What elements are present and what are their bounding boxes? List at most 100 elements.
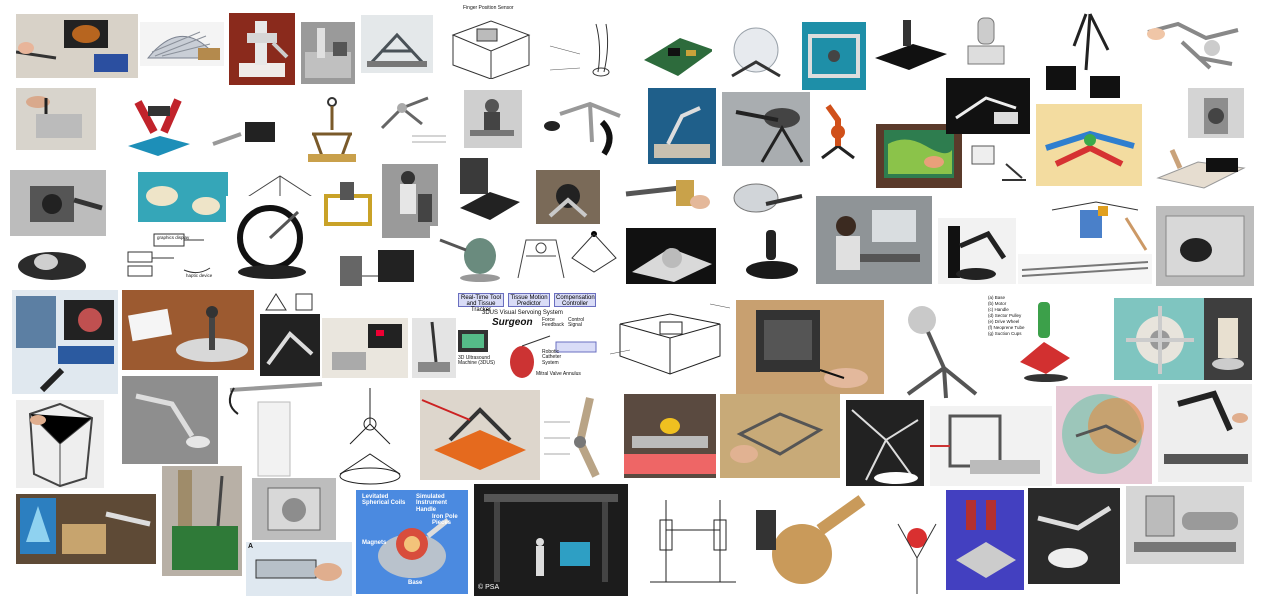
tile-display-glove: [16, 494, 156, 564]
tile-black-arm: [938, 218, 1016, 284]
label-a: (a) Base: [988, 295, 1006, 300]
tile-black-rail-arm: [1158, 384, 1252, 482]
tile-dome-trainer: [140, 22, 224, 66]
label-d: (d) Sector Pulley: [988, 313, 1022, 318]
tile-frame-device-teal: [802, 22, 866, 90]
tile-spherical-haptic: [712, 22, 800, 86]
tile-wearable-arm: [1142, 18, 1252, 92]
tile-machined-block: [252, 478, 336, 540]
ultrasound-label: 3D Ultrasound Machine (3DUS): [458, 355, 495, 367]
tile-annotated-arm: [540, 392, 622, 484]
tile-bw-textured: [846, 400, 924, 486]
tile-desk-device-brown: [122, 290, 254, 370]
label-g: (g) Suction Cups: [988, 331, 1022, 336]
tile-office-computer: [816, 196, 932, 284]
tile-workbench-hand: [720, 394, 840, 478]
tile-labeled-device: (a) Base (b) Motor (c) Handle (d) Sector…: [986, 294, 1074, 382]
label-e: (e) Drive Wheel: [988, 319, 1020, 324]
tile-dark-workbench: [946, 78, 1030, 134]
tile-orange-robot: [812, 96, 864, 166]
tile-glove-box: [1156, 206, 1254, 286]
coils-label: Levitated Spherical Coils: [362, 494, 406, 507]
tile-circuit-board: [640, 20, 716, 80]
tile-tripod-dark: [536, 170, 600, 224]
tile-cylinder-device: [960, 12, 1012, 72]
tile-ring-haptic: [226, 196, 318, 282]
tile-bw-gripper: [1028, 488, 1120, 584]
tile-green-table: [162, 466, 242, 576]
tile-cylinder-rig: [1126, 486, 1244, 564]
tile-black-cube-device: [450, 150, 526, 224]
psa-credit: © PSA: [478, 584, 500, 591]
tile-colorful-workspace: [1056, 386, 1152, 484]
tile-finger-device-sketch: Finger Position Sensor: [441, 5, 537, 79]
tile-bw-mechanism: [10, 170, 106, 236]
tile-haptic-mechanism-diagram: [610, 294, 732, 384]
tile-stylus-grey: [722, 92, 810, 166]
tile-joystick: [734, 226, 810, 284]
tile-grip-device: [620, 170, 712, 222]
tile-sphere-in-box: [626, 228, 716, 284]
label-capital-a: A: [248, 543, 254, 550]
base-label: Base: [408, 580, 423, 586]
graphics-label: graphics display: [157, 235, 190, 240]
tile-mouse-device: [207, 104, 281, 162]
tile-red-parallel-robot: [118, 82, 200, 166]
tile-block-diagram: graphics display haptic device: [124, 230, 224, 280]
tile-hand-device: [16, 88, 96, 150]
tile-mechanism-sketch: [330, 384, 410, 488]
tile-white-tower: [222, 380, 326, 480]
box-controller: Compensation Controller: [554, 293, 596, 307]
haptic-label: haptic device: [186, 273, 213, 278]
tile-blue-armature: [648, 88, 716, 164]
label-b: (b) Motor: [988, 301, 1007, 306]
tile-column-schematic: [640, 490, 748, 592]
tile-joystick-diagram: [540, 20, 632, 88]
tile-cable-cage: [16, 400, 104, 488]
tile-white-hub: [1114, 298, 1204, 380]
diagram-title: 3DUS Visual Servoing System: [482, 310, 563, 316]
tile-exoskeleton-white: [540, 96, 632, 160]
tile-yellow-frame: [320, 176, 376, 234]
force-feedback-label: Force Feedback: [542, 317, 564, 329]
tile-camera-arm: [430, 226, 512, 284]
tile-delta-sketch: [566, 228, 622, 278]
tile-tripod-robot: [888, 298, 980, 402]
tile-pen-device: [412, 318, 456, 378]
tile-duck-platform: [624, 394, 716, 478]
box-predictor: Tissue Motion Predictor: [508, 293, 550, 307]
tile-finger-thimble: [1204, 298, 1252, 380]
tile-pantograph: [361, 15, 433, 73]
control-signal-label: Control Signal: [568, 317, 585, 329]
tile-levitation-diagram: Levitated Spherical Coils Simulated Inst…: [356, 490, 468, 594]
tile-falcon-style: [726, 174, 806, 228]
tile-control-box-diagram: [330, 246, 422, 310]
tile-endoscope-display: [12, 290, 118, 394]
tile-tripod-stand: [1038, 10, 1130, 104]
valve-label: Mitral Valve Annulus: [536, 371, 581, 377]
label-c: (c) Handle: [988, 307, 1009, 312]
tile-touchscreen-map: [876, 124, 962, 188]
tile-printer-stylus: [736, 300, 884, 394]
tile-panel-device: [322, 318, 408, 378]
tile-gantry-sketch: [512, 226, 570, 286]
tile-laparoscopy-trainer: [16, 14, 138, 78]
tile-monitor-setup: [966, 140, 1036, 192]
tile-mice-set: [138, 172, 228, 222]
tile-lab-device-2: [301, 22, 355, 84]
tile-gimbal-stand: [302, 94, 362, 166]
tile-purple-platform: [946, 490, 1024, 590]
tile-colorful-linkage: [1036, 104, 1142, 186]
tile-bw-vintage-arm: [122, 376, 218, 464]
surgeon-label: Surgeon: [492, 317, 533, 328]
tile-person-standing: [382, 164, 438, 238]
tile-surgeon-system-diagram: Real-Time Tool and Tissue Tracker Tissue…: [456, 292, 598, 384]
tile-arm-sketch: [372, 84, 452, 154]
tile-orange-delta: [420, 390, 540, 480]
catheter-label: Robotic Catheter System: [542, 349, 562, 366]
tile-console-box: [1148, 138, 1252, 192]
tile-mouse-pad: [12, 240, 92, 288]
tile-dark-haptic: [260, 314, 320, 376]
tile-small-icons: [262, 290, 320, 314]
tile-lab-device-1: [229, 13, 295, 85]
